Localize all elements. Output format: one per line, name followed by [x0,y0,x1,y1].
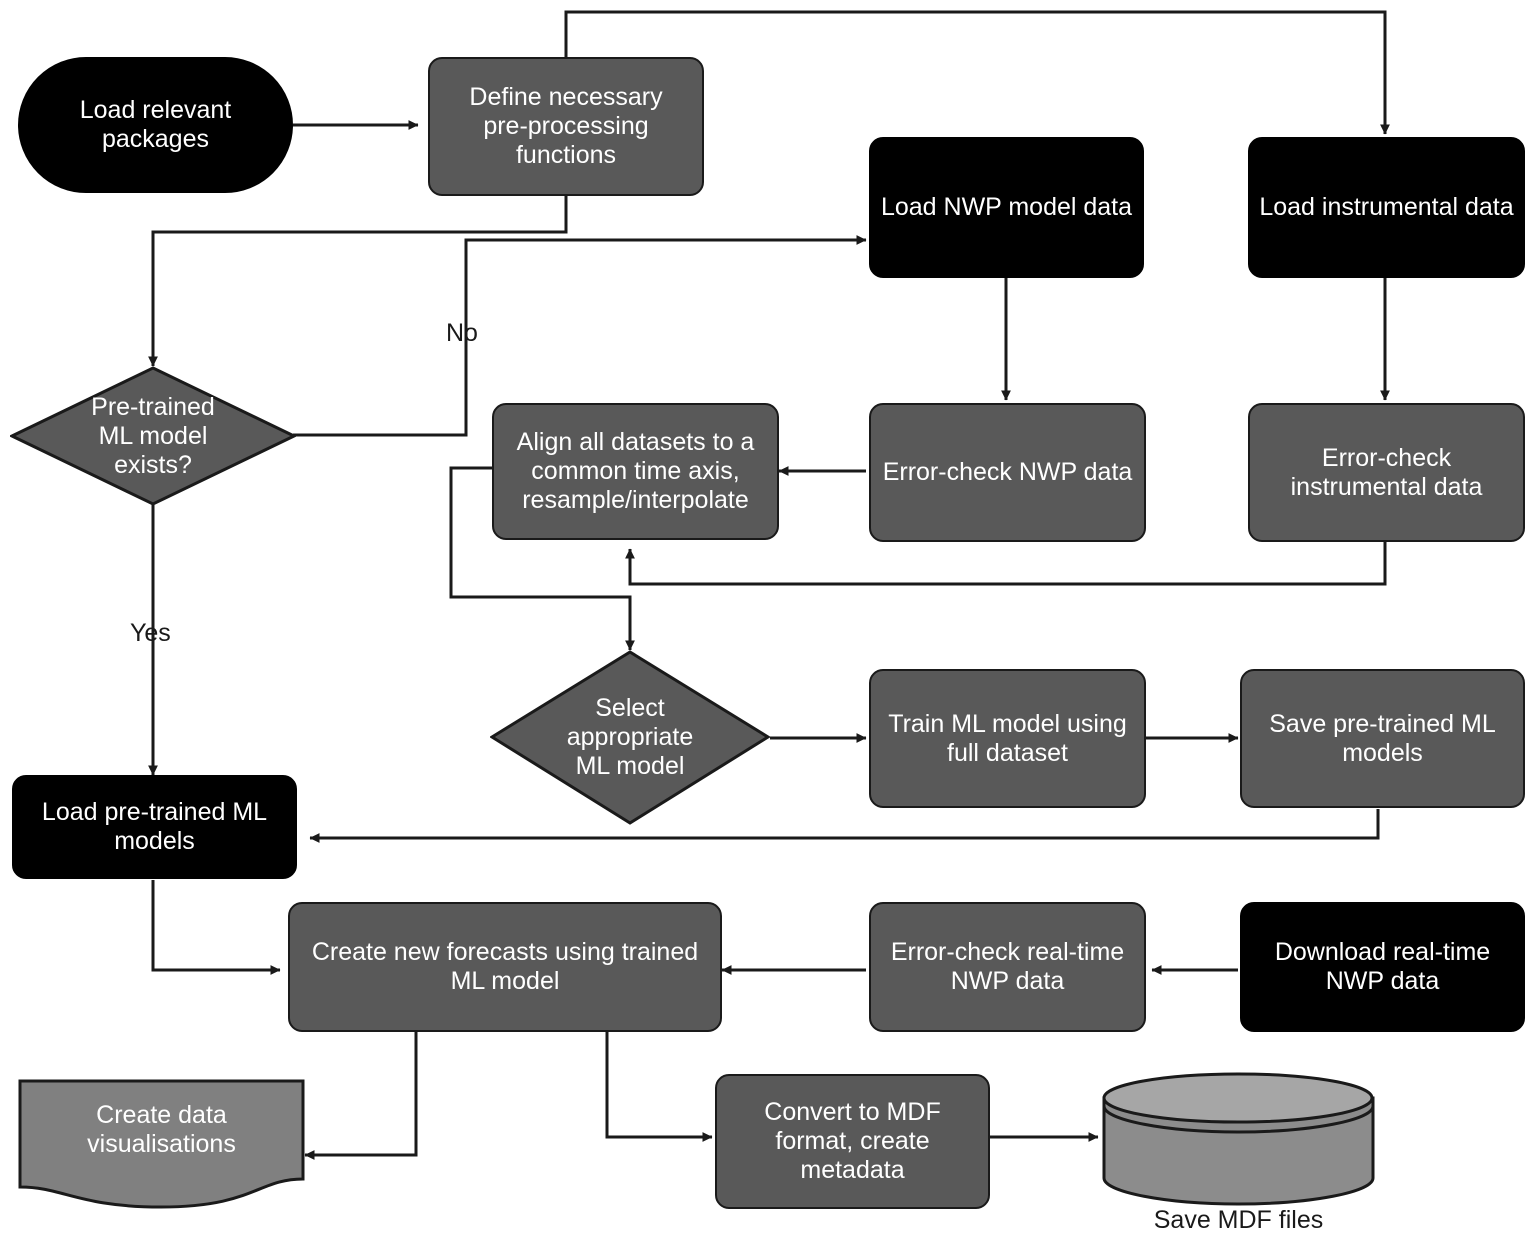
edge-label-yes: Yes [130,619,171,647]
caption-save-mdf-files: Save MDF files [1153,1206,1324,1234]
node-label: Load pre-trained ML models [41,798,268,855]
database-cylinder-shape [1102,1072,1375,1206]
node-label: Pre-trained ML model exists? [91,392,215,479]
node-label: Load NWP model data [880,193,1133,221]
node-load-pre-trained-ml-models[interactable]: Load pre-trained ML models [12,775,297,879]
node-label: Error-check real-time NWP data [890,938,1125,995]
edge-loadmodels-to-forecasts [151,880,281,975]
edge-save-to-load-models [309,809,1380,843]
node-save-pre-trained-ml-models[interactable]: Save pre-trained ML models [1240,669,1525,808]
node-label: Create new forecasts using trained ML mo… [311,938,699,995]
node-label: Save pre-trained ML models [1269,709,1496,767]
node-pretrained-ml-model-exists-decision[interactable]: Pre-trained ML model exists? [10,366,296,506]
node-load-relevant-packages[interactable]: Load relevant packages [18,57,293,193]
node-error-check-real-time-nwp-data[interactable]: Error-check real-time NWP data [869,902,1146,1032]
node-label: Load instrumental data [1259,193,1514,221]
node-label: Define necessary pre-processing function… [469,83,663,169]
node-load-instrumental-data[interactable]: Load instrumental data [1248,137,1525,278]
edge-forecasts-to-visualisations [304,1032,418,1160]
node-label: Align all datasets to a common time axis… [516,428,755,514]
edge-errorcheckinstr-to-align [625,542,1387,586]
node-convert-to-mdf-format[interactable]: Convert to MDF format, create metadata [715,1074,990,1209]
node-error-check-nwp-data[interactable]: Error-check NWP data [869,403,1146,542]
decision-diamond-shape [490,650,770,825]
node-save-mdf-files-database[interactable] [1100,1070,1377,1208]
node-label: Load relevant packages [79,96,232,153]
node-train-ml-model[interactable]: Train ML model using full dataset [869,669,1146,808]
document-shape [18,1079,305,1209]
node-select-appropriate-ml-model-decision[interactable]: Select appropriate ML model [490,650,770,825]
edge-forecasts-to-convertmdf [605,1032,713,1142]
node-label: Train ML model using full dataset [888,709,1127,767]
node-create-data-visualisations[interactable]: Create data visualisations [18,1079,305,1209]
node-label: Error-check instrumental data [1290,443,1483,501]
node-label: Error-check NWP data [882,458,1133,486]
node-error-check-instrumental-data[interactable]: Error-check instrumental data [1248,403,1525,542]
node-load-nwp-model-data[interactable]: Load NWP model data [869,137,1144,278]
node-create-new-forecasts[interactable]: Create new forecasts using trained ML mo… [288,902,722,1032]
decision-diamond-shape [10,366,296,506]
edge-label-no: No [446,319,478,347]
node-download-real-time-nwp-data[interactable]: Download real-time NWP data [1240,902,1525,1032]
node-label: Convert to MDF format, create metadata [764,1098,941,1184]
node-label: Create data visualisations [87,1100,236,1158]
edge-define-to-decision [148,196,568,367]
node-label: Select appropriate ML model [566,694,694,780]
node-align-all-datasets[interactable]: Align all datasets to a common time axis… [492,403,779,540]
node-label: Download real-time NWP data [1274,938,1491,995]
node-define-preprocessing-functions[interactable]: Define necessary pre-processing function… [428,57,704,196]
